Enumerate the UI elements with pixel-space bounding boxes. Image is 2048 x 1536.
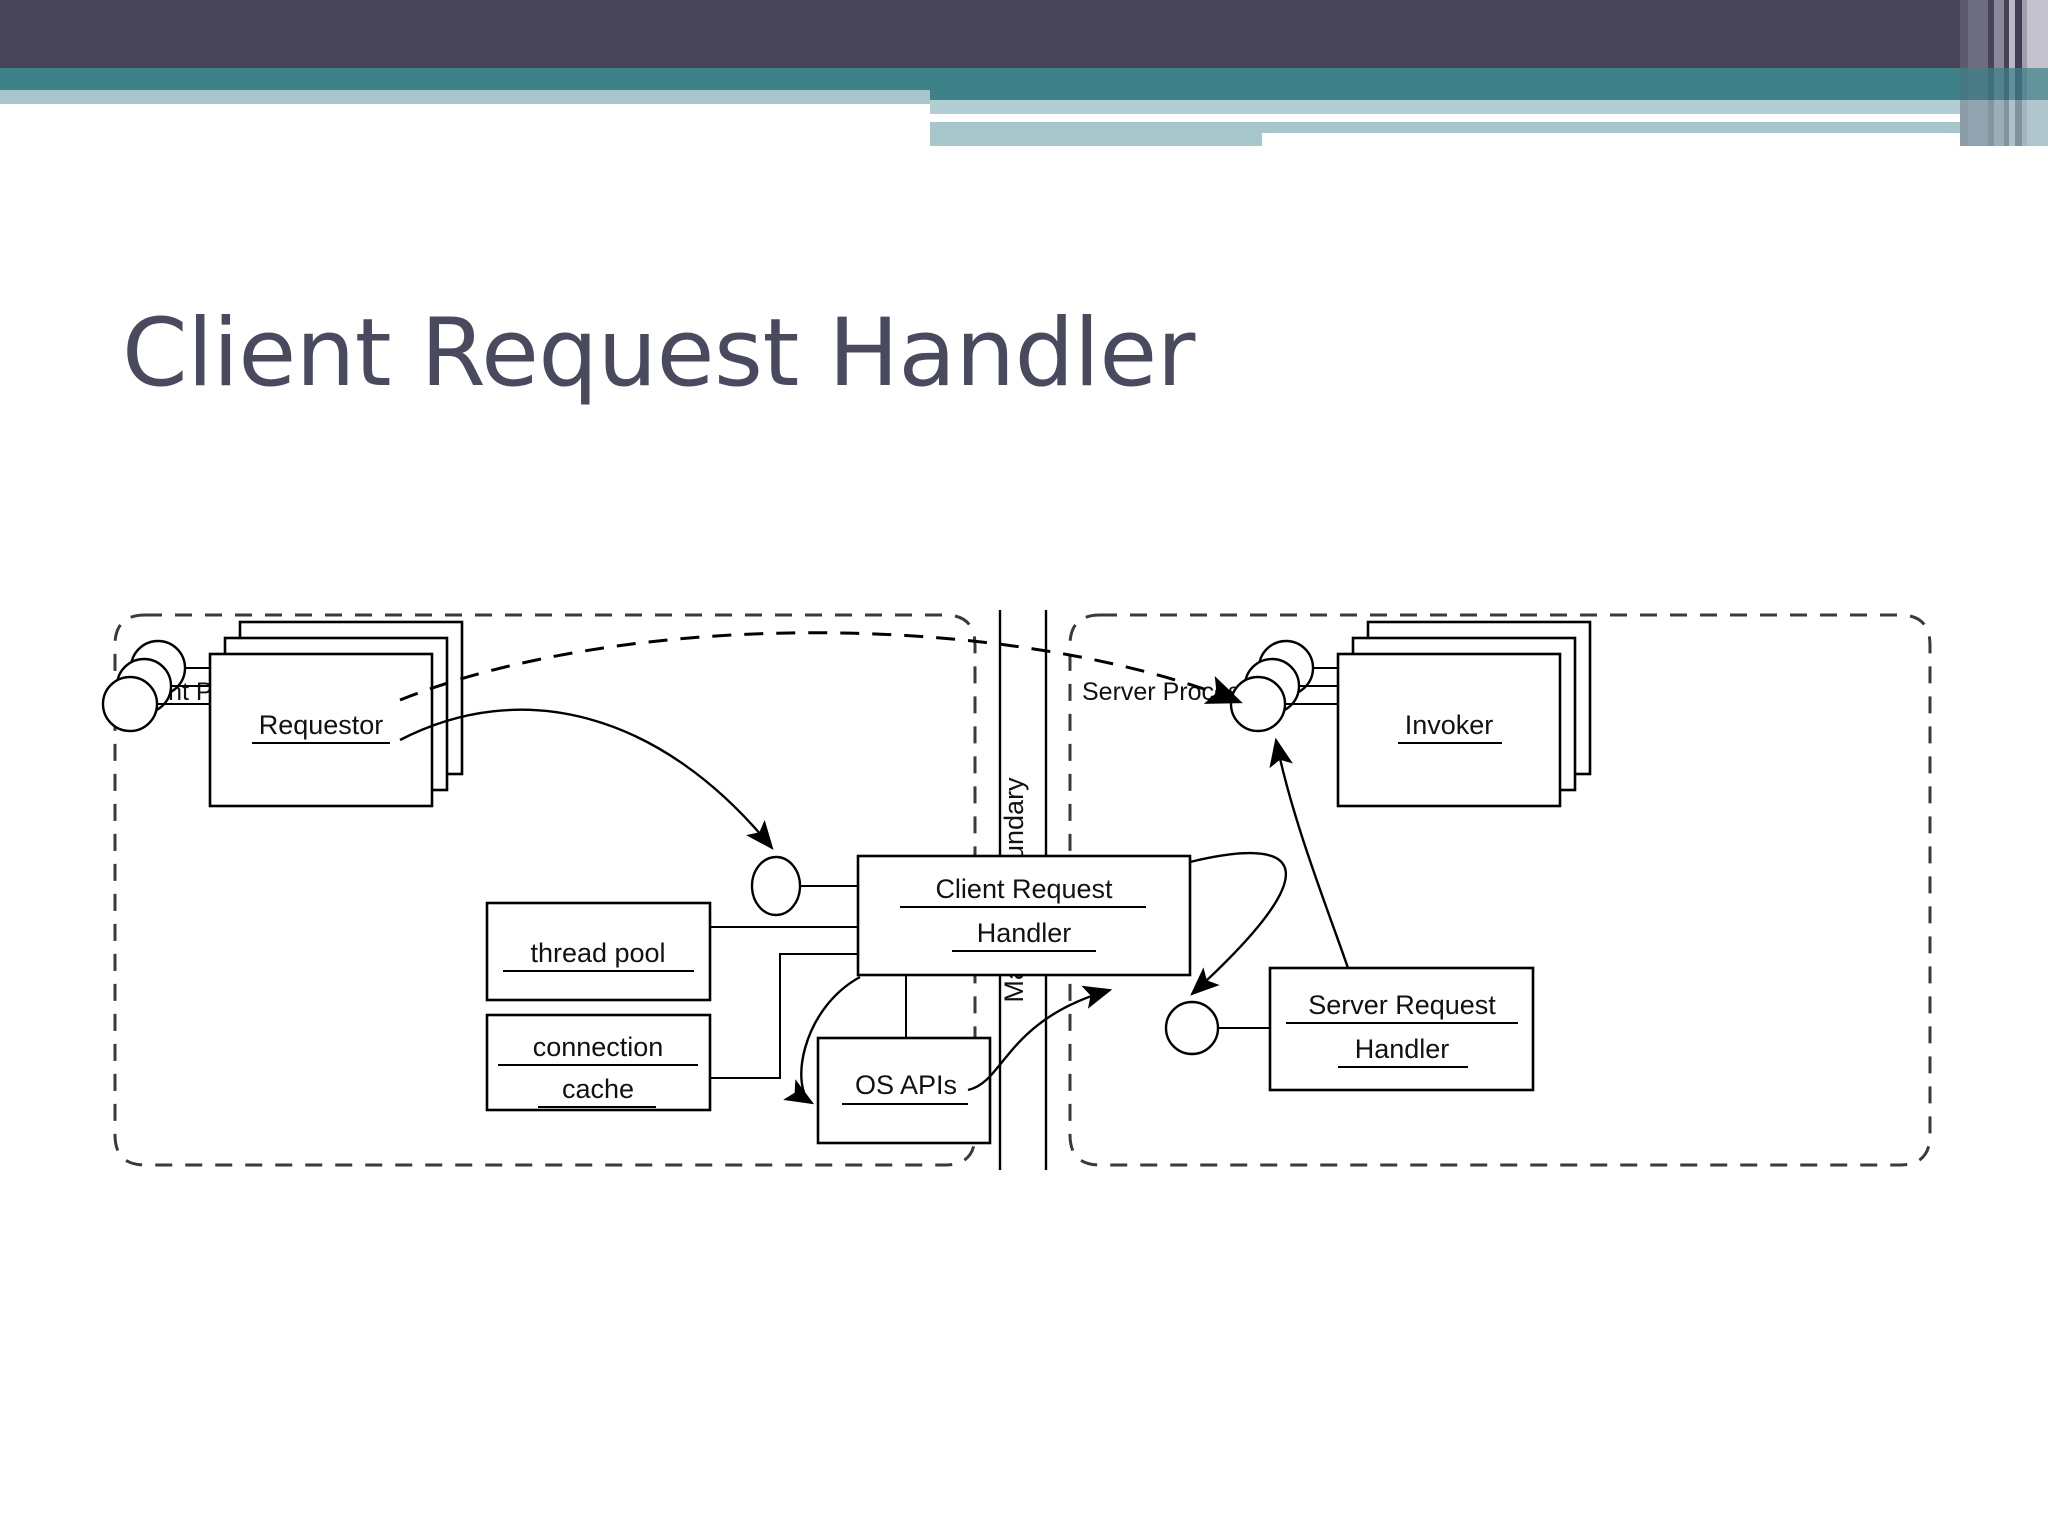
crh-to-srh-arrow	[1189, 851, 1287, 996]
os-apis-component[interactable]: OS APIs	[816, 975, 992, 1145]
server-request-handler-port	[1164, 1000, 1220, 1056]
os-apis-to-crh-arrow	[967, 985, 1113, 1092]
invoker-component[interactable]: Invoker	[1229, 620, 1592, 808]
client-request-handler-diagram: Client Process Server Process Machine Bo…	[100, 590, 1960, 1190]
invoker-ports	[1229, 639, 1338, 733]
client-request-handler-label-line2: Handler	[977, 918, 1072, 948]
server-request-handler-label-line1: Server Request	[1308, 990, 1496, 1020]
server-process-label: Server Process	[1082, 678, 1253, 706]
server-process-container	[1068, 613, 1932, 1167]
client-request-handler-component[interactable]: Client Request Handler	[750, 854, 1192, 977]
header-white-gap-e	[1262, 133, 2048, 147]
connection-cache-component[interactable]: connection cache	[485, 953, 858, 1112]
header-pale-band-a	[930, 100, 2048, 114]
server-request-handler-label-line2: Handler	[1355, 1034, 1450, 1064]
header-white-gap-b	[930, 114, 2048, 122]
requestor-to-invoker-dashed-arrow	[399, 631, 1243, 704]
header-pale-band-left	[0, 90, 930, 104]
requestor-label: Requestor	[259, 710, 384, 740]
requestor-to-crh-arrow	[399, 708, 774, 850]
client-process-container	[113, 613, 977, 1167]
requestor-component[interactable]: Requestor	[101, 620, 464, 808]
os-apis-label: OS APIs	[855, 1070, 957, 1100]
page-title: Client Request Handler	[122, 299, 1195, 408]
header-pale-band-stripe-overlay	[1960, 100, 2048, 146]
header-white-gap-c	[930, 115, 1450, 122]
srh-to-invoker-arrow	[1269, 737, 1350, 969]
client-request-handler-label-line1: Client Request	[935, 874, 1113, 904]
connection-cache-label-line2: cache	[562, 1074, 634, 1104]
header-accent-stripes	[1960, 0, 2048, 146]
invoker-label: Invoker	[1405, 710, 1494, 740]
requestor-ports	[101, 639, 210, 733]
header-teal-band-stripe-overlay	[1960, 68, 2048, 100]
crh-to-os-apis-arrow	[783, 975, 861, 1105]
thread-pool-component[interactable]: thread pool	[485, 901, 858, 1002]
server-request-handler-component[interactable]: Server Request Handler	[1164, 966, 1535, 1092]
thread-pool-label: thread pool	[530, 938, 665, 968]
header-dark-band	[0, 0, 2048, 68]
client-request-handler-port	[750, 855, 802, 917]
connection-cache-label-line1: connection	[533, 1032, 664, 1062]
